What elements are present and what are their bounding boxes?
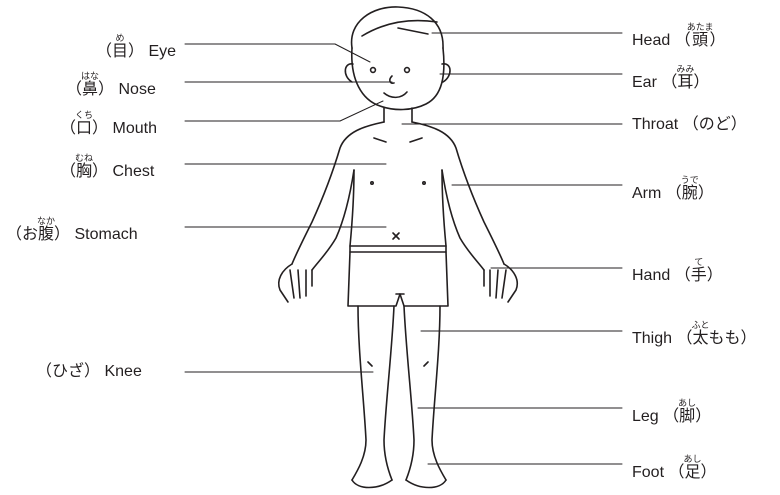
label-chest-kanji: 胸むね — [76, 163, 92, 180]
label-nose-kanji: 鼻はな — [82, 81, 98, 98]
right-foot — [406, 480, 446, 488]
head-drawing — [345, 7, 450, 122]
hair-outline — [352, 7, 443, 48]
label-arm-kanji: 腕うで — [682, 185, 698, 202]
left-shoulder-arm — [292, 122, 384, 264]
nipple-right — [423, 182, 425, 184]
label-knee: （ひざ） Knee — [36, 362, 142, 381]
leader-lines — [185, 33, 622, 464]
label-ear-kanji: 耳みみ — [677, 74, 693, 91]
right-hand — [484, 264, 517, 302]
right-shoulder-arm — [412, 122, 504, 264]
label-leg-kanji: 脚あし — [679, 408, 695, 425]
label-foot: Foot （足あし） — [632, 454, 717, 482]
eye-right — [405, 68, 410, 73]
shorts-body — [348, 252, 448, 306]
left-arm-inner — [312, 170, 354, 270]
label-ear: Ear （耳みみ） — [632, 64, 709, 92]
label-stomach: （お腹なか） Stomach — [6, 216, 138, 244]
shorts-drawing — [348, 246, 448, 306]
label-head: Head （頭あたま） — [632, 22, 725, 50]
nipple-left — [371, 182, 373, 184]
hair-strand-2 — [398, 28, 428, 34]
mouth-shape — [384, 92, 407, 97]
label-mouth-kanji: 口くち — [76, 120, 92, 137]
right-leg-inner — [404, 306, 414, 480]
label-throat: Throat （のど） — [632, 115, 747, 134]
label-mouth: （口くち） Mouth — [60, 110, 157, 138]
label-stomach-kanji: 腹なか — [38, 226, 54, 243]
face-outline — [352, 48, 444, 110]
collarbone — [374, 138, 422, 142]
left-leg-outer — [352, 306, 366, 480]
knee-marks — [368, 362, 428, 366]
label-thigh: Thigh （太ふともも） — [632, 320, 757, 348]
torso-drawing — [292, 122, 504, 270]
label-foot-kanji: 足あし — [684, 464, 700, 481]
navel — [393, 233, 399, 239]
label-hand-kanji: 手て — [691, 267, 707, 284]
right-leg-outer — [432, 306, 446, 480]
label-chest: （胸むね） Chest — [60, 153, 154, 181]
label-thigh-kanji: 太ふと — [693, 330, 709, 347]
label-eye-kanji: 目め — [112, 43, 128, 60]
hands-drawing — [279, 264, 518, 302]
label-nose: （鼻はな） Nose — [66, 71, 156, 99]
left-foot — [352, 480, 392, 488]
label-leg: Leg （脚あし） — [632, 398, 711, 426]
legs-drawing — [352, 306, 446, 488]
label-arm: Arm （腕うで） — [632, 175, 714, 203]
waistband — [350, 246, 446, 252]
eye-left — [371, 68, 376, 73]
left-hand — [279, 264, 312, 302]
label-eye: （目め） Eye — [96, 33, 176, 61]
label-head-kanji: 頭あたま — [691, 32, 710, 49]
left-leg-inner — [384, 306, 394, 480]
label-hand: Hand （手て） — [632, 257, 723, 285]
